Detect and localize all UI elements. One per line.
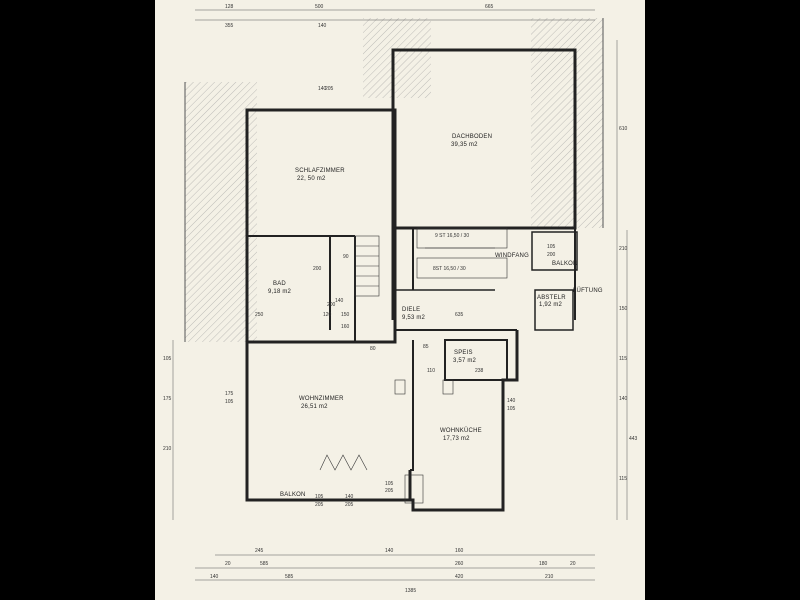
room-lueftung-name: LÜFTUNG <box>573 287 603 294</box>
dim-bottom-11: 420 <box>455 574 464 580</box>
room-bad-area: 9,18 m2 <box>268 289 292 295</box>
dim-bottom-total: 1385 <box>405 588 416 594</box>
dim-door-9: 140 <box>345 494 354 500</box>
dim-door-27: 200 <box>547 252 556 258</box>
dim-door-11: 105 <box>385 481 394 487</box>
dim-door-5: 175 <box>225 391 234 397</box>
dim-door-10: 205 <box>345 502 354 508</box>
room-schlafzimmer-name: SCHLAFZIMMER <box>295 168 345 174</box>
dimension-lines <box>172 9 628 581</box>
room-abstell-name: ABSTELR <box>537 295 566 301</box>
dim-right-4: 115 <box>619 356 627 362</box>
dim-right-3: 150 <box>619 306 628 312</box>
stair-lower-label: 8ST 16,50 / 30 <box>433 266 466 272</box>
dim-right-2: 210 <box>619 246 628 252</box>
room-schlafzimmer-area: 22, 50 m2 <box>297 176 326 182</box>
room-balkon-right-name: BALKON <box>552 261 578 267</box>
room-speis-area: 3,57 m2 <box>453 358 477 364</box>
dim-door-26: 105 <box>547 244 556 250</box>
room-speis-name: SPEIS <box>454 350 473 356</box>
dim-bottom-9: 140 <box>210 574 219 580</box>
dim-door-13: 80 <box>370 346 376 352</box>
dim-door-21: 110 <box>427 368 435 374</box>
dim-door-3: 90 <box>343 254 349 260</box>
dim-door-22: 238 <box>475 368 484 374</box>
dim-top-4: 355 <box>225 23 234 29</box>
dim-door-12: 205 <box>385 488 394 494</box>
room-wohnzimmer-name: WOHNZIMMER <box>299 396 344 402</box>
dim-left-1: 105 <box>163 356 172 362</box>
dim-door-1: 140 <box>318 86 327 92</box>
dim-door-14: 200 <box>327 302 336 308</box>
dimension-labels: 128 500 665 355 140 245 585 260 140 160 … <box>163 4 638 594</box>
dim-bottom-5: 160 <box>455 548 464 554</box>
walls <box>245 48 578 512</box>
dim-top-5: 140 <box>318 23 327 29</box>
room-dachboden-name: DACHBODEN <box>452 134 492 140</box>
room-dachboden-area: 39,35 m2 <box>451 142 478 148</box>
dim-right-7: 115 <box>619 476 627 482</box>
dim-door-20: 160 <box>341 324 350 330</box>
dim-door-24: 105 <box>507 406 516 412</box>
room-balkon-bottom-name: BALKON <box>280 492 306 498</box>
dim-door-23: 140 <box>507 398 516 404</box>
dim-bottom-2: 585 <box>260 561 269 567</box>
dim-bottom-8: 20 <box>225 561 231 567</box>
room-abstell-area: 1,92 m2 <box>539 302 563 308</box>
dim-bottom-10: 585 <box>285 574 294 580</box>
dim-left-3: 210 <box>163 446 172 452</box>
dim-bottom-6: 180 <box>539 561 548 567</box>
room-diele-name: DIELE <box>402 307 420 313</box>
dim-door-17: 140 <box>335 298 344 304</box>
dim-bottom-3: 260 <box>455 561 464 567</box>
dim-left-2: 175 <box>163 396 172 402</box>
dim-top-2: 500 <box>315 4 324 10</box>
dim-top-3: 665 <box>485 4 494 10</box>
dim-bottom-4: 140 <box>385 548 394 554</box>
dim-door-2: 205 <box>325 86 334 92</box>
balcony-doors <box>319 379 454 504</box>
dim-door-4: 200 <box>313 266 322 272</box>
dim-bottom-7: 20 <box>570 561 576 567</box>
dim-right-1: 610 <box>619 126 628 132</box>
room-bad-name: BAD <box>273 281 286 287</box>
room-wohnkueche-area: 17,73 m2 <box>443 436 470 442</box>
dim-right-5: 140 <box>619 396 628 402</box>
roof-overhang <box>184 18 604 342</box>
dim-door-16: 635 <box>455 312 464 318</box>
stair-upper-label: 9 ST 16,50 / 30 <box>435 233 469 239</box>
dim-door-15: 250 <box>255 312 264 318</box>
dim-door-18: 120 <box>323 312 332 318</box>
room-wohnzimmer-area: 26,51 m2 <box>301 404 328 410</box>
dim-bottom-1: 245 <box>255 548 264 554</box>
dim-door-6: 105 <box>225 399 234 405</box>
dim-door-7: 105 <box>315 494 324 500</box>
dim-right-6: 443 <box>629 436 638 442</box>
dim-door-25: 85 <box>423 344 429 350</box>
dim-door-8: 205 <box>315 502 324 508</box>
dim-top-1: 128 <box>225 4 234 10</box>
dim-door-19: 150 <box>341 312 350 318</box>
room-diele-area: 9,53 m2 <box>402 315 426 321</box>
floor-plan-sheet: SCHLAFZIMMER 22, 50 m2 DACHBODEN 39,35 m… <box>155 0 645 600</box>
floor-plan-drawing: SCHLAFZIMMER 22, 50 m2 DACHBODEN 39,35 m… <box>163 4 638 594</box>
dim-bottom-12: 210 <box>545 574 554 580</box>
room-windfang-name: WINDFANG <box>495 253 529 259</box>
staircase <box>354 227 508 297</box>
room-wohnkueche-name: WOHNKÜCHE <box>440 427 482 434</box>
room-labels: SCHLAFZIMMER 22, 50 m2 DACHBODEN 39,35 m… <box>268 134 603 498</box>
